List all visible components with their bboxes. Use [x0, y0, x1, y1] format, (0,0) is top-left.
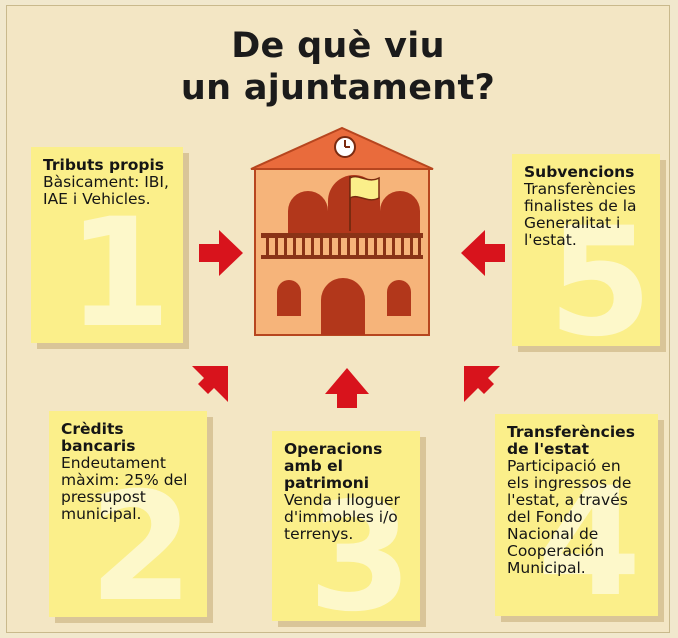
card-number: 2 — [89, 461, 194, 617]
arrow-up-right-icon — [192, 366, 228, 402]
arrow-left-icon — [461, 230, 505, 276]
card-number: 4 — [537, 456, 642, 616]
card-heading: Subvencions — [524, 163, 635, 181]
card-number: 3 — [308, 471, 413, 621]
card-heading: Transferències de l'estat — [507, 423, 635, 458]
card-number: 5 — [548, 196, 653, 346]
card-body: Bàsicament: IBI, IAE i Vehicles. — [43, 173, 169, 208]
card-heading: Operacions amb el patrimoni — [284, 440, 383, 492]
card-body: Participació en els ingressos de l'estat… — [507, 457, 632, 577]
arrow-up-icon — [325, 368, 369, 408]
card-heading: Tributs propis — [43, 156, 165, 174]
flag-icon — [349, 175, 380, 231]
card-number: 1 — [67, 187, 172, 343]
card-body: Transferències finalistes de la Generali… — [524, 180, 637, 249]
infographic: De què viu un ajuntament? — [6, 5, 670, 633]
arrow-up-left-icon — [464, 366, 500, 402]
title-line-1: De què viu — [231, 26, 445, 66]
title-line-2: un ajuntament? — [180, 68, 496, 108]
arrow-right-icon — [199, 230, 243, 276]
town-hall-icon — [250, 126, 434, 336]
card-heading: Crèdits bancaris — [61, 420, 136, 455]
card-body: Endeutament màxim: 25% del pressupost mu… — [61, 454, 188, 523]
clock-icon — [334, 136, 356, 158]
card-body: Venda i lloguer d'immobles i/o terrenys. — [284, 491, 400, 543]
diagram-graphics — [192, 126, 505, 408]
